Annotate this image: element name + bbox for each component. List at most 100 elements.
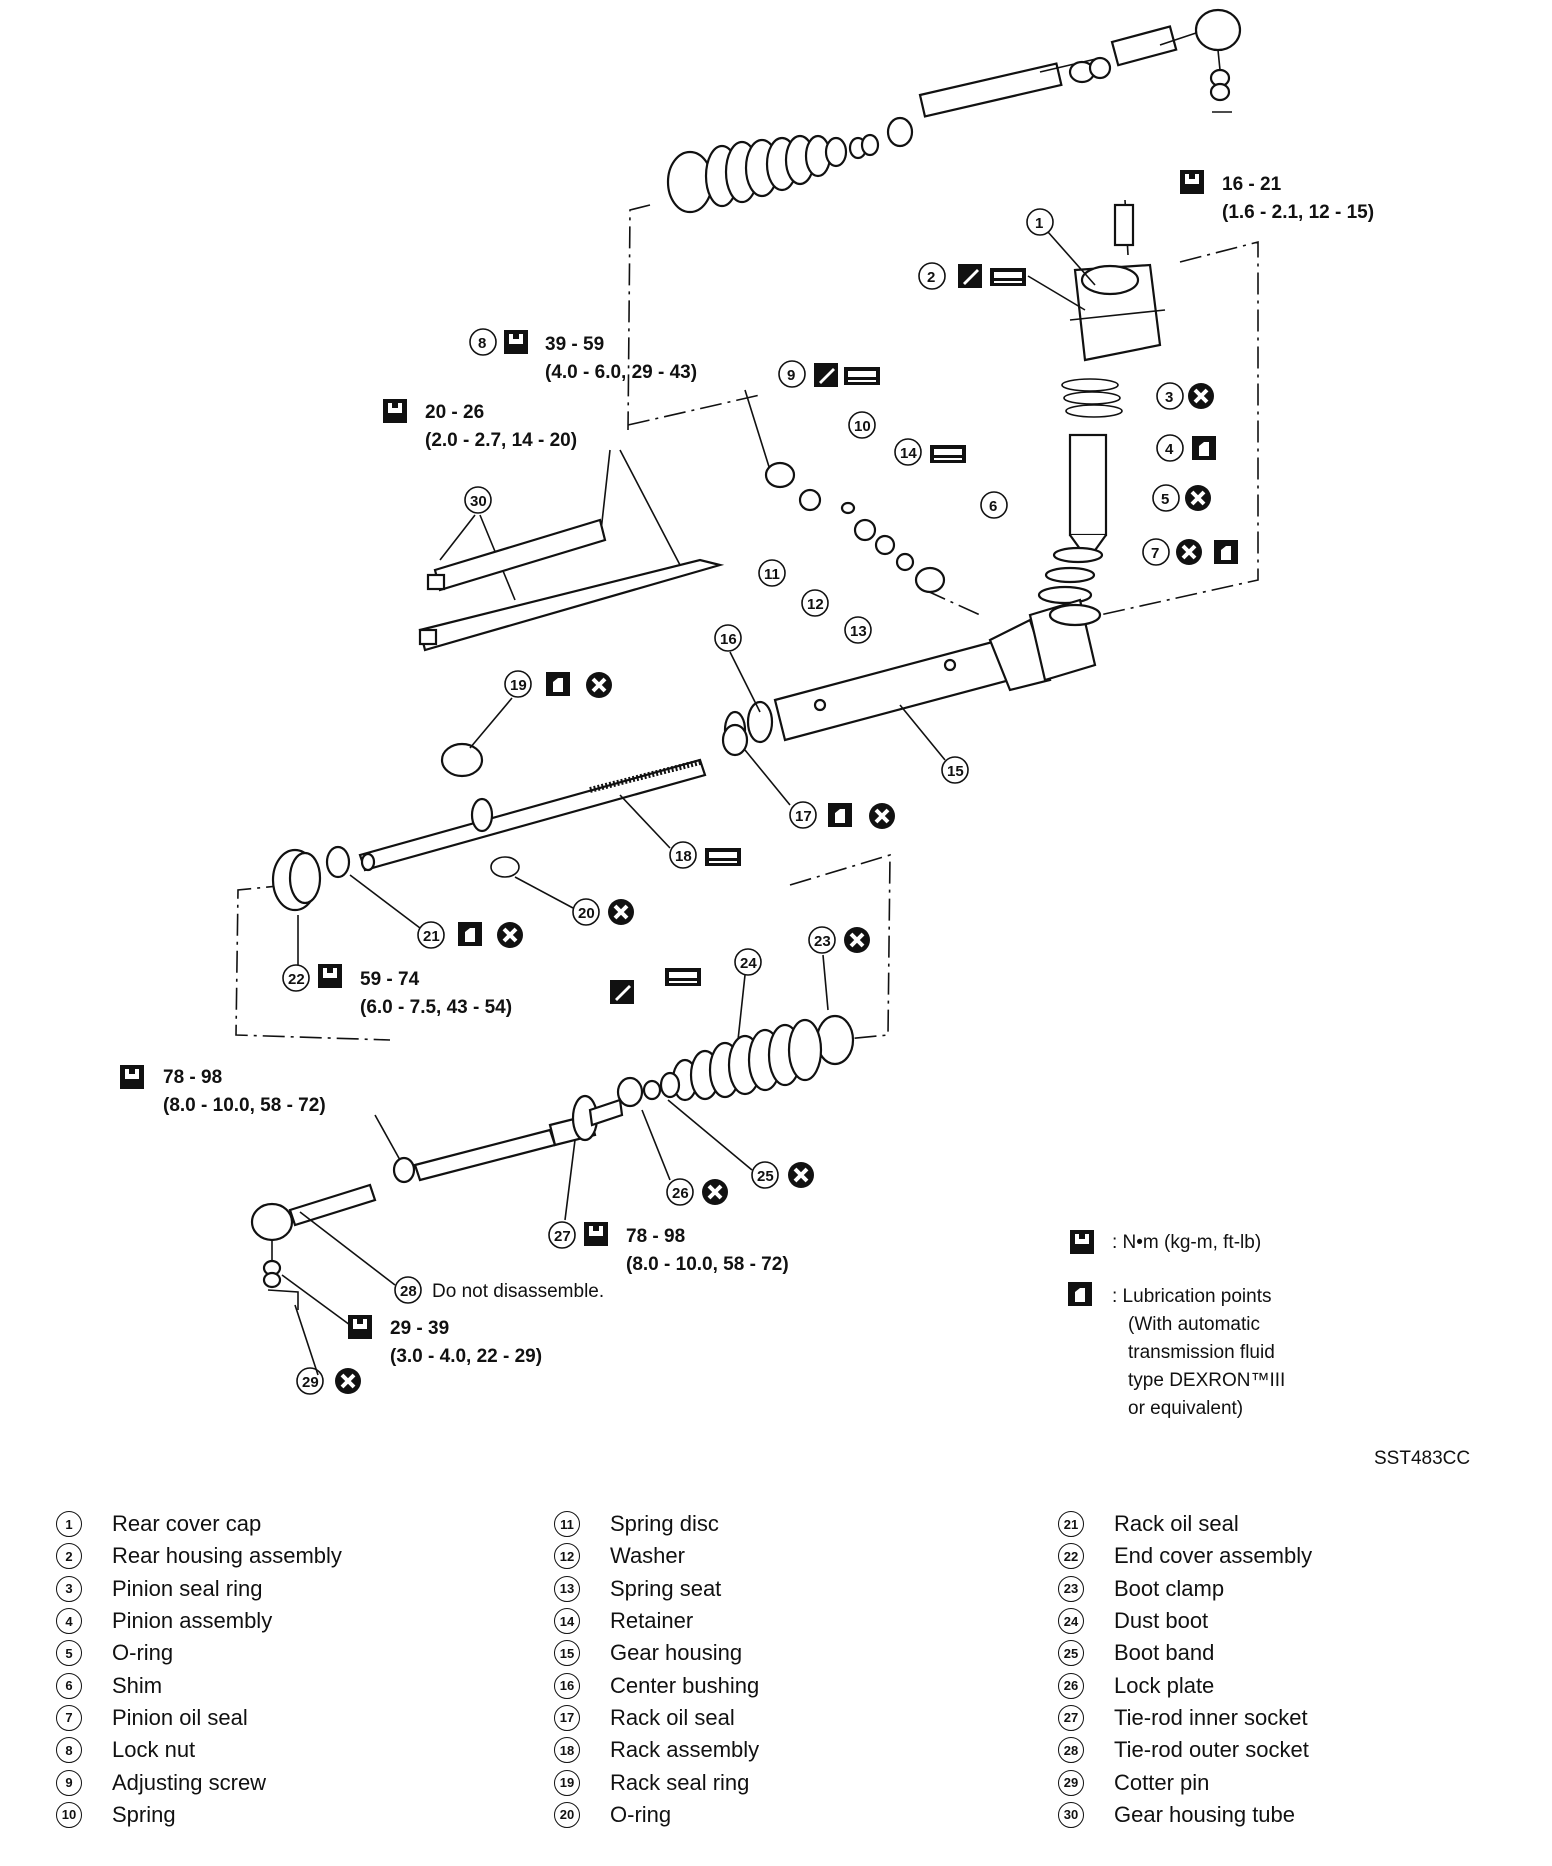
svg-text:28: 28 bbox=[400, 1283, 417, 1300]
svg-text:9: 9 bbox=[787, 367, 795, 384]
legend-item-name: Spring bbox=[112, 1801, 176, 1827]
legend-item-name: Rear housing assembly bbox=[112, 1543, 342, 1569]
legend-item-25: 25 Boot band bbox=[1058, 1637, 1312, 1669]
svg-text:(4.0 - 6.0, 29 - 43): (4.0 - 6.0, 29 - 43) bbox=[545, 362, 697, 383]
svg-text:transmission fluid: transmission fluid bbox=[1128, 1342, 1275, 1363]
adjuster-parts: 9 10 14 11 12 13 bbox=[758, 360, 967, 644]
svg-text:30: 30 bbox=[470, 493, 487, 510]
legend-item-name: Shim bbox=[112, 1672, 163, 1698]
rear-housing-group: 1 2 bbox=[918, 199, 1166, 362]
svg-text:14: 14 bbox=[900, 445, 917, 462]
legend-item-number: 6 bbox=[56, 1672, 82, 1699]
legend-item-name: Tie-rod outer socket bbox=[1114, 1737, 1309, 1763]
legend-item-name: Gear housing bbox=[610, 1640, 743, 1666]
svg-text:(With automatic: (With automatic bbox=[1128, 1314, 1260, 1335]
torque-spec-30: 20 - 26 (2.0 - 2.7, 14 - 20) bbox=[383, 399, 681, 566]
assembly-line-center bbox=[924, 589, 981, 616]
svg-text:3: 3 bbox=[1165, 389, 1173, 406]
svg-text:10: 10 bbox=[854, 418, 871, 435]
torque-spec-top-right: 16 - 21 (1.6 - 2.1, 12 - 15) bbox=[1180, 170, 1374, 223]
svg-text:24: 24 bbox=[740, 955, 757, 972]
legend-item-number: 4 bbox=[56, 1608, 82, 1635]
legend-item-1: 1 Rear cover cap bbox=[56, 1508, 342, 1540]
upper-tie-rod-group bbox=[918, 8, 1242, 118]
svg-text:21: 21 bbox=[423, 928, 440, 945]
upper-dust-boot bbox=[666, 116, 914, 214]
svg-text:or equivalent): or equivalent) bbox=[1128, 1398, 1243, 1419]
legend-item-name: Dust boot bbox=[1114, 1608, 1209, 1634]
legend-item-number: 23 bbox=[1058, 1575, 1084, 1602]
legend-item-18: 18 Rack assembly bbox=[554, 1734, 759, 1766]
legend-item-number: 30 bbox=[1058, 1801, 1084, 1828]
legend-item-number: 27 bbox=[1058, 1704, 1084, 1731]
legend-item-number: 26 bbox=[1058, 1672, 1084, 1699]
svg-text:7: 7 bbox=[1151, 545, 1159, 562]
svg-text:23: 23 bbox=[814, 933, 831, 950]
legend-item-14: 14 Retainer bbox=[554, 1605, 759, 1637]
legend-item-number: 28 bbox=[1058, 1737, 1084, 1764]
legend-item-name: Center bushing bbox=[610, 1672, 760, 1698]
legend-item-number: 20 bbox=[554, 1801, 580, 1828]
legend-item-number: 17 bbox=[554, 1704, 580, 1731]
legend-item-20: 20 O-ring bbox=[554, 1799, 759, 1831]
svg-text:Do not disassemble.: Do not disassemble. bbox=[432, 1281, 604, 1302]
svg-text:20: 20 bbox=[578, 905, 595, 922]
legend-item-name: Cotter pin bbox=[1114, 1769, 1210, 1795]
legend-item-name: Gear housing tube bbox=[1114, 1801, 1296, 1827]
legend-item-number: 15 bbox=[554, 1640, 580, 1667]
legend-item-number: 2 bbox=[56, 1543, 82, 1570]
lower-dust-boot: 24 23 bbox=[610, 925, 872, 1108]
legend-item-name: O-ring bbox=[112, 1640, 174, 1666]
svg-text:15: 15 bbox=[947, 763, 964, 780]
legend-item-number: 12 bbox=[554, 1543, 580, 1570]
svg-text:17: 17 bbox=[795, 808, 812, 825]
legend-item-27: 27 Tie-rod inner socket bbox=[1058, 1702, 1312, 1734]
legend-item-number: 14 bbox=[554, 1608, 580, 1635]
legend-item-number: 9 bbox=[56, 1769, 82, 1796]
legend-item-number: 13 bbox=[554, 1575, 580, 1602]
legend-item-number: 18 bbox=[554, 1737, 580, 1764]
legend-item-name: Retainer bbox=[610, 1608, 694, 1634]
legend-item-15: 15 Gear housing bbox=[554, 1637, 759, 1669]
svg-text:(8.0 - 10.0, 58 - 72): (8.0 - 10.0, 58 - 72) bbox=[163, 1095, 326, 1116]
svg-text:29 - 39: 29 - 39 bbox=[390, 1318, 449, 1339]
svg-text:18: 18 bbox=[675, 848, 692, 865]
legend-item-name: O-ring bbox=[610, 1801, 672, 1827]
assembly-line-lower bbox=[235, 853, 891, 1041]
legend-item-name: End cover assembly bbox=[1114, 1543, 1313, 1569]
svg-text:5: 5 bbox=[1161, 491, 1169, 508]
legend-item-number: 25 bbox=[1058, 1640, 1084, 1667]
svg-text:20 - 26: 20 - 26 bbox=[425, 402, 484, 423]
legend-item-number: 1 bbox=[56, 1511, 82, 1538]
legend-item-name: Tie-rod inner socket bbox=[1114, 1704, 1308, 1730]
legend-item-name: Boot band bbox=[1114, 1640, 1215, 1666]
legend-item-number: 19 bbox=[554, 1769, 580, 1796]
svg-text:19: 19 bbox=[510, 677, 527, 694]
torque-spec-8: 8 39 - 59 (4.0 - 6.0, 29 - 43) bbox=[469, 328, 771, 471]
svg-text:29: 29 bbox=[302, 1374, 319, 1391]
svg-text:(2.0 - 2.7, 14 - 20): (2.0 - 2.7, 14 - 20) bbox=[425, 430, 577, 451]
legend-item-2: 2 Rear housing assembly bbox=[56, 1540, 342, 1572]
svg-text:78 - 98: 78 - 98 bbox=[626, 1226, 685, 1247]
legend-item-name: Rack assembly bbox=[610, 1737, 760, 1763]
legend-item-name: Rear cover cap bbox=[112, 1511, 262, 1537]
svg-text:22: 22 bbox=[288, 971, 305, 988]
svg-text:2: 2 bbox=[927, 269, 935, 286]
exploded-diagram: 16 - 21 (1.6 - 2.1, 12 - 15) 1 2 8 39 - … bbox=[120, 8, 1374, 1419]
end-cover-group: 21 20 22 59 - 74 (6.0 - 7.5, 43 - 54) bbox=[271, 845, 636, 1018]
legend-item-name: Lock nut bbox=[112, 1737, 196, 1763]
